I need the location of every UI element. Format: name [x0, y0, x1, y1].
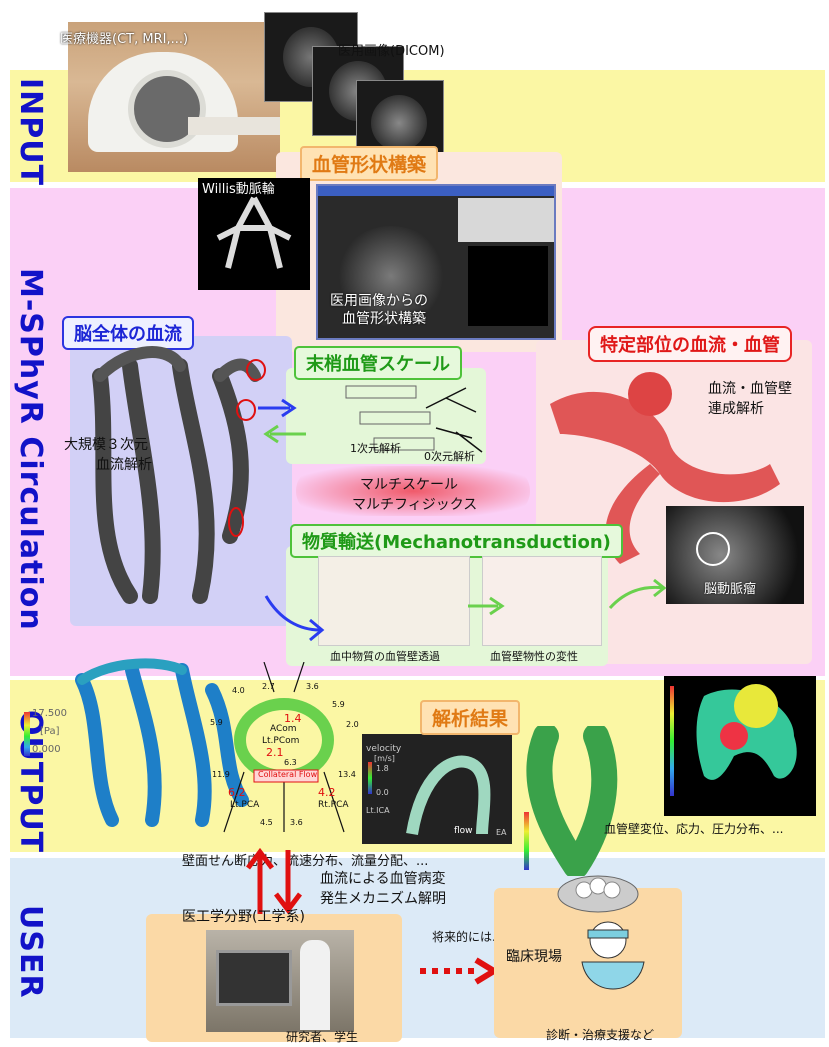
velocity-min: 0.0 — [376, 788, 389, 797]
value-11-9: 11.9 — [212, 770, 230, 779]
ltpcom-label: Lt.PCom — [262, 736, 299, 746]
blue-double-arrow — [254, 394, 310, 454]
specific-site-title: 特定部位の血流・血管 — [588, 326, 792, 362]
green-arrow-right — [608, 578, 668, 618]
vessel-shape-caption-line2: 血管形状構築 — [342, 308, 426, 328]
support-label: 診断・治療支援など — [546, 1026, 654, 1043]
ltica-label: Lt.ICA — [366, 806, 390, 815]
surgeon-illustration — [528, 868, 668, 1008]
velocity-label: velocity — [366, 744, 401, 754]
velocity-unit: [m/s] — [374, 754, 395, 763]
rtpca-value: 4.2 — [318, 786, 336, 799]
rtpca-label: Rt.PCA — [318, 800, 349, 810]
velocity-legend-bar — [368, 762, 372, 794]
value-5-9-right: 5.9 — [332, 700, 345, 709]
multiscale-line1: マルチスケール — [360, 474, 458, 494]
future-label: 将来的には... — [432, 928, 503, 945]
flow-label: flow — [454, 826, 473, 836]
value-3-6: 3.6 — [306, 682, 319, 691]
input-band-label: INPUT — [13, 78, 48, 186]
value-3-6-bottom: 3.6 — [290, 818, 303, 827]
peripheral-1d-label: 1次元解析 — [350, 440, 401, 456]
circulation-band-label: M-SPhyR Circulation — [13, 268, 48, 631]
mass-transport-caption-right: 血管壁物性の変性 — [490, 648, 578, 664]
red-dotted-arrow — [418, 956, 502, 986]
value-13-4: 13.4 — [338, 770, 356, 779]
peripheral-0d-label: 0次元解析 — [424, 448, 475, 464]
mechanism-line2: 発生メカニズム解明 — [320, 888, 446, 908]
specific-site-caption-line2: 連成解析 — [708, 398, 764, 418]
researcher-photo — [206, 930, 354, 1032]
collateral-flow-diagram — [204, 662, 364, 842]
wall-stress-model — [516, 726, 636, 876]
output-caption-right: 血管壁変位、応力、圧力分布、... — [604, 820, 783, 837]
wss-legend-max: 17.500 — [32, 708, 67, 719]
value-6-3: 6.3 — [284, 758, 297, 767]
researcher-label: 研究者、学生 — [286, 1028, 358, 1045]
ltpca-value: 6.2 — [228, 786, 246, 799]
acom-label: ACom — [270, 724, 297, 734]
ltpca-label: Lt.PCA — [230, 800, 259, 810]
brain-flow-caption-line1: 大規模３次元 — [64, 434, 148, 454]
value-4-0: 4.0 — [232, 686, 245, 695]
ea-label: EA — [496, 828, 507, 837]
vessel-shape-caption-line1: 医用画像からの — [330, 290, 428, 310]
brain-flow-caption-line2: 血流解析 — [96, 454, 152, 474]
mass-transport-title: 物質輸送(Mechanotransduction) — [290, 524, 623, 558]
medical-devices-label: 医療機器(CT, MRI,...) — [60, 28, 188, 47]
velocity-max: 1.8 — [376, 764, 389, 773]
user-band-label: USER — [13, 905, 48, 999]
engineering-field-label: 医工学分野(工学系) — [182, 906, 305, 926]
mechanism-line1: 血流による血管病変 — [320, 868, 446, 888]
wss-legend-bar — [24, 712, 30, 756]
vessel-shape-title: 血管形状構築 — [300, 146, 438, 181]
pressure-heatmap — [664, 676, 816, 816]
value-2-0: 2.0 — [346, 720, 359, 729]
multiscale-line2: マルチフィジックス — [352, 494, 477, 514]
wall-stress-legend — [524, 812, 529, 870]
value-5-9-left: 5.9 — [210, 718, 223, 727]
analysis-results-title: 解析結果 — [420, 700, 520, 735]
willis-label: Willis動脈輪 — [202, 178, 275, 197]
green-arrow-mid — [466, 596, 506, 616]
ltpcom-value: 2.1 — [266, 746, 284, 759]
collateral-flow-label: Collateral Flow — [258, 770, 317, 779]
wss-legend-unit: [Pa] — [40, 726, 60, 737]
acom-value: 1.4 — [284, 712, 302, 725]
aneurysm-label: 脳動脈瘤 — [704, 578, 756, 597]
pressure-heatmap-shape — [664, 676, 816, 816]
specific-site-caption-line1: 血流・血管壁 — [708, 378, 792, 398]
brain-vessel-mesh — [70, 336, 292, 626]
value-2-7: 2.7 — [262, 682, 275, 691]
medical-images-label: 医用画像(DICOM) — [338, 40, 445, 59]
wss-legend-min: 0.000 — [32, 744, 61, 755]
flow-arrows — [260, 590, 360, 650]
value-4-5: 4.5 — [260, 818, 273, 827]
